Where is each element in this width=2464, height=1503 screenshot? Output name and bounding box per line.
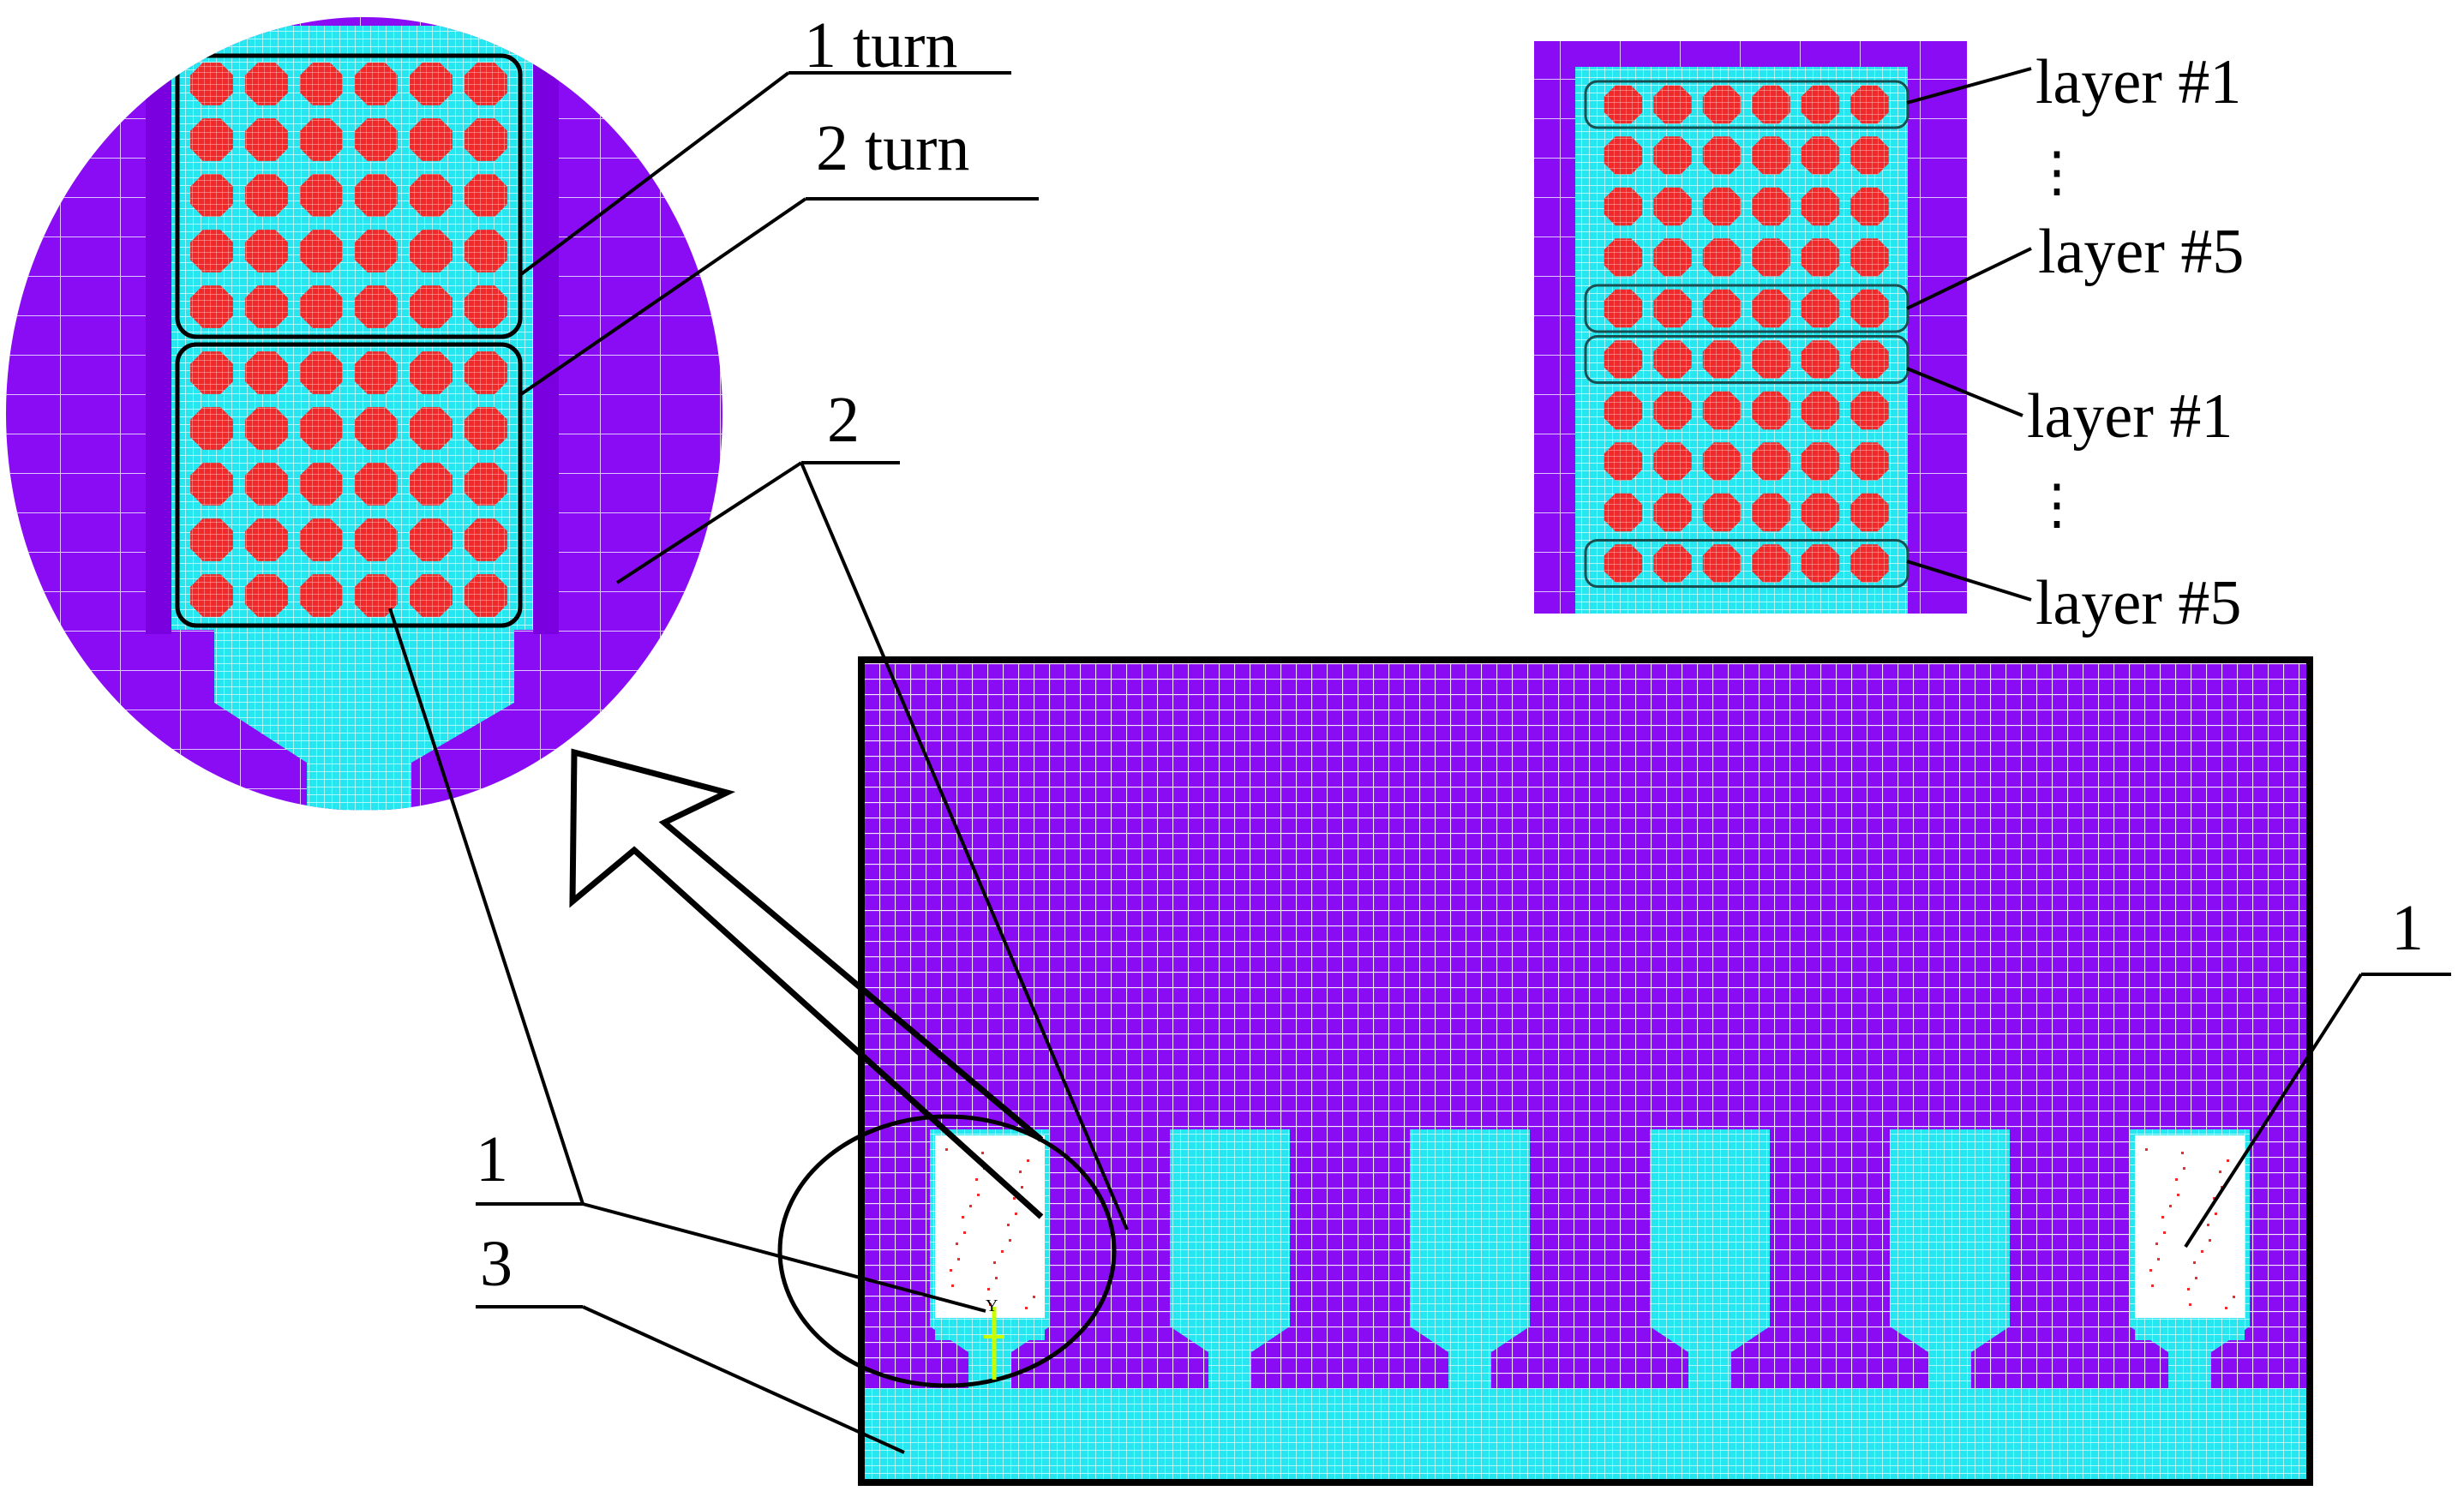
label-layer-top-first: layer #1 bbox=[2035, 47, 2241, 117]
stator-slots bbox=[930, 1129, 2250, 1390]
svg-text:Y: Y bbox=[986, 1296, 998, 1315]
label-turn-1: 1 turn bbox=[804, 9, 957, 81]
label-turn-2: 2 turn bbox=[816, 112, 969, 184]
label-2: 2 bbox=[827, 384, 860, 456]
turn-2-outline bbox=[175, 342, 523, 628]
label-1-right: 1 bbox=[2391, 892, 2424, 964]
label-3: 3 bbox=[480, 1228, 513, 1300]
label-layer-top-last: layer #5 bbox=[2038, 217, 2244, 287]
layer-inset-view bbox=[1534, 41, 1967, 614]
layer-outline bbox=[1584, 335, 1909, 384]
winding-region bbox=[935, 1135, 1045, 1318]
inset-conductor-grid bbox=[1604, 85, 1889, 583]
inset-layer-outlines bbox=[1584, 80, 1909, 588]
magnified-slot-view bbox=[6, 17, 722, 811]
turn-1-outline bbox=[175, 53, 523, 339]
layer-outline bbox=[1584, 539, 1909, 588]
ellipsis-bottom: ⋮ bbox=[2029, 474, 2084, 535]
leader-lines bbox=[388, 67, 2451, 1454]
layer-outline bbox=[1584, 80, 1909, 129]
main-model-frame bbox=[858, 656, 2313, 1486]
conductor-grid bbox=[190, 63, 507, 617]
zoom-source-circle bbox=[777, 1114, 1117, 1388]
label-layer-bottom-first: layer #1 bbox=[2027, 381, 2233, 452]
axis-marker: Y bbox=[984, 1296, 1004, 1380]
label-1-left: 1 bbox=[476, 1123, 508, 1195]
ellipsis-top: ⋮ bbox=[2029, 141, 2084, 202]
magnify-arrow bbox=[569, 748, 1044, 1219]
machine-mesh-model bbox=[861, 660, 2310, 1482]
label-layer-bottom-last: layer #5 bbox=[2035, 568, 2241, 638]
winding-region bbox=[2135, 1135, 2245, 1318]
